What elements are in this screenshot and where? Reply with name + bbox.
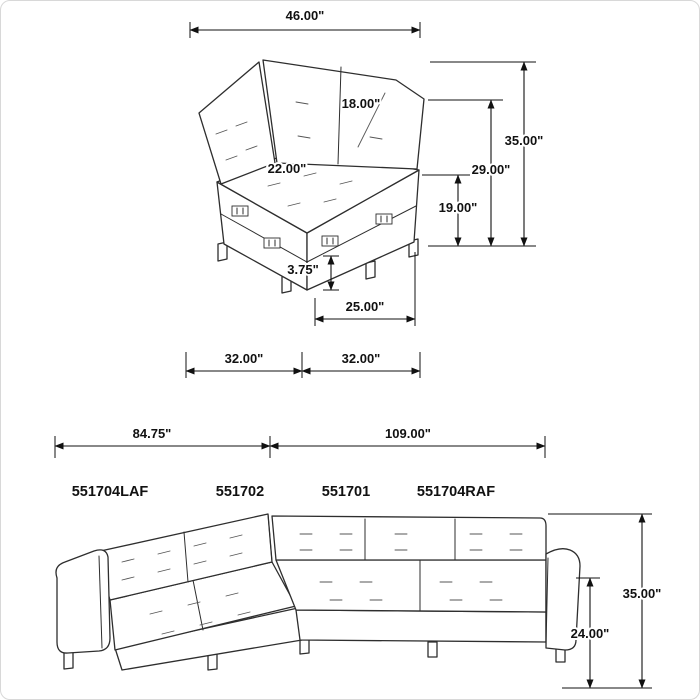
dim-label: 46.00" — [286, 8, 325, 23]
dim-label: 3.75" — [287, 262, 318, 277]
dim-top-widths: 84.75" 109.00" — [54, 424, 546, 458]
connector-clip — [231, 205, 249, 217]
left-arm-inner-line — [98, 555, 103, 649]
back-tufting-right — [295, 101, 383, 140]
sectional-drawing — [55, 513, 581, 671]
dim-left-section: 32.00" — [225, 351, 264, 366]
dim-right-heights: 35.00" 24.00" — [548, 513, 663, 689]
dim-left-width: 84.75" — [133, 426, 172, 441]
part-label-raf: 551704RAF — [417, 484, 495, 500]
back-seams — [183, 513, 456, 583]
back-tufting-right — [299, 533, 523, 551]
dim-overall-height: 35.00" — [623, 586, 662, 601]
seat-tufting-left — [149, 592, 251, 635]
back-tufting-left — [121, 534, 243, 581]
part-labels: 551704LAF 551702 551701 551704RAF — [70, 482, 498, 502]
seat-seam — [192, 559, 421, 631]
sectional-right-arm — [545, 548, 581, 651]
connector-clip — [263, 237, 281, 249]
corner-leg — [365, 260, 376, 280]
sectional-left-arm — [55, 549, 111, 654]
right-arm-inner-line — [545, 557, 549, 647]
sectional-dimensions: 84.75" 109.00" 551704LAF 551702 551701 5… — [54, 424, 663, 689]
dim-back-height: 24.00" — [571, 626, 610, 641]
part-label-laf: 551704LAF — [72, 484, 149, 500]
back-cushion-seam — [337, 66, 342, 165]
cushion-shine-line — [357, 92, 386, 148]
part-label-armless: 551702 — [216, 484, 264, 500]
dim-right-width: 109.00" — [385, 426, 431, 441]
corner-piece-drawing — [198, 59, 425, 294]
dim-overall-width: 46.00" — [189, 6, 421, 38]
sectional-seats-right — [275, 559, 547, 613]
corner-piece-dimensions: 46.00" 18.00" 22.00" 35.00" 29.00" 19.00… — [185, 6, 545, 378]
sectional-leg — [63, 651, 74, 670]
back-tufting-left — [215, 121, 258, 161]
dim-bottom-widths: 32.00" 32.00" — [185, 349, 421, 378]
connector-clip-slots — [236, 207, 388, 247]
dim-right-stack: 35.00" 29.00" 19.00" — [422, 61, 545, 247]
corner-back-cushion-right — [262, 59, 425, 170]
dim-seat-depth: 22.00" — [268, 161, 307, 176]
dim-back-cushion: 18.00" — [342, 96, 381, 111]
dim-seat-height: 19.00" — [439, 200, 478, 215]
dim-label: 25.00" — [346, 299, 385, 314]
corner-back-cushion-left — [198, 61, 276, 185]
sectional-base-right — [295, 609, 547, 643]
sectional-leg — [427, 641, 438, 658]
seat-tufting — [267, 172, 353, 207]
sectional-leg — [207, 653, 218, 671]
dim-back-height: 29.00" — [472, 162, 511, 177]
dim-right-section: 32.00" — [342, 351, 381, 366]
dim-front-base: 25.00" — [314, 252, 416, 326]
connector-clip — [375, 213, 393, 225]
dim-leg-height: 3.75" — [285, 255, 339, 291]
connector-clip — [321, 235, 339, 247]
part-label-armless-2: 551701 — [322, 484, 370, 500]
sectional-back-right — [271, 515, 547, 561]
corner-base-seam — [220, 205, 417, 263]
dim-overall-height: 35.00" — [505, 133, 544, 148]
seat-tufting-right — [319, 581, 503, 601]
